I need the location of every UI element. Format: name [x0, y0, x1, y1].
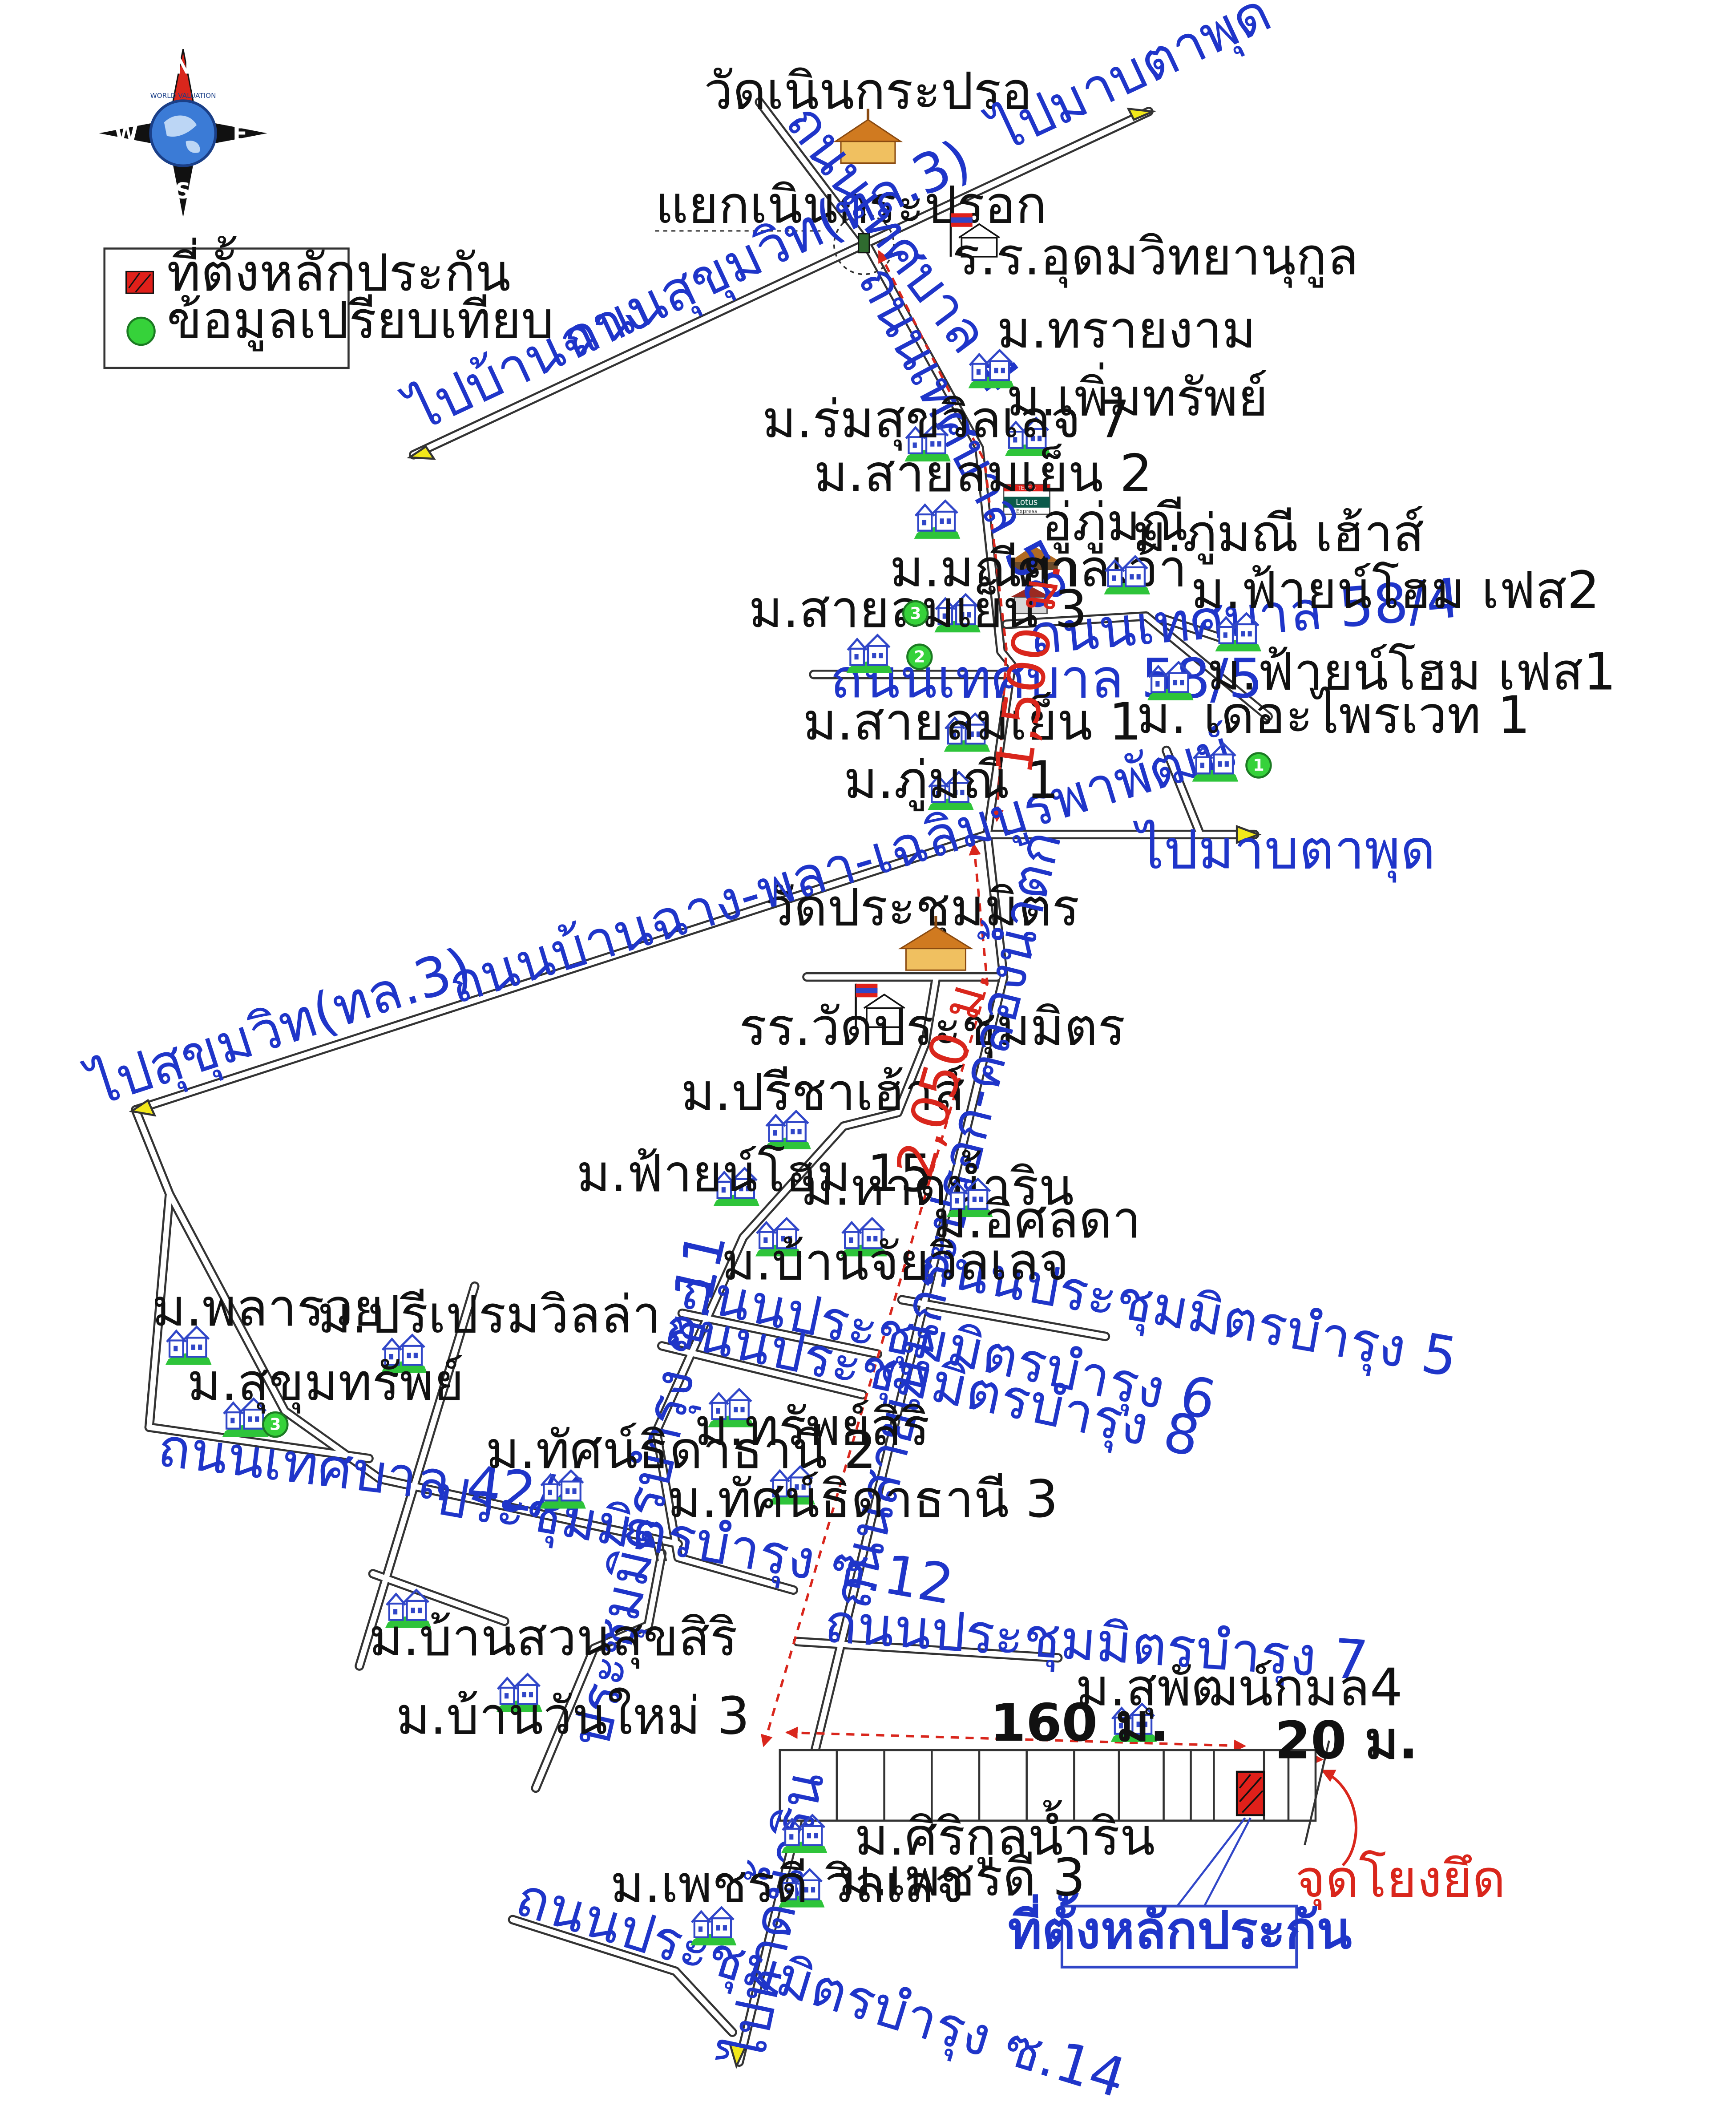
lotus-text: Lotus: [1016, 498, 1038, 507]
village-tat-thani2: ม.ทัศน์ธิดาธานี 2: [485, 1420, 876, 1480]
compass-rose: N S E W WORLD VALUATION: [99, 49, 267, 218]
direction-ta-phut-mid: ไปมาบตาพุด: [1133, 818, 1436, 883]
comparable-1-number: 1: [1253, 756, 1264, 775]
village-fahhome15: ม.ฟ้ายน์โฮม 15: [577, 1144, 933, 1204]
school-flag-icon: [949, 213, 1000, 258]
reference-point-label: จุดโยงยึด: [1295, 1849, 1506, 1910]
traffic-light-icon: [858, 233, 870, 254]
collateral-callout-text: ที่ตั้งหลักประกัน: [1008, 1892, 1352, 1960]
shrine-icon: [1010, 586, 1051, 614]
legend-comparable-label: ข้อมูลเปรียบเทียบ: [167, 291, 554, 352]
legend: ที่ตั้งหลักประกัน ข้อมูลเปรียบเทียบ: [103, 236, 554, 369]
village-sap-siri: ม.ทรัพย์สิริ: [694, 1397, 930, 1457]
temple-icon: [898, 916, 974, 971]
comparable-1-marker[interactable]: [1245, 752, 1272, 779]
arrow-sw-icon: [406, 445, 436, 460]
landmark-u-phumanee: อู่ภู่มณี: [1042, 493, 1188, 554]
comparables: 1 2 3 3: [262, 600, 1272, 1438]
village-phetdee3: ม.เพชรดี 3: [838, 1847, 1086, 1908]
comparable-2-number: 2: [914, 647, 925, 666]
compass-south: S: [175, 178, 191, 204]
school-flag-icon: [855, 983, 905, 1028]
village-suksap: ม.สุขุมทรัพย์: [187, 1353, 464, 1414]
village-rom-suk7: ม.ร่มสุขวิลเลจ 7: [762, 389, 1130, 450]
garage-icon: [1009, 546, 1061, 570]
village-fahhome2: ม.ฟ้ายน์โฮม เฟส2: [1191, 560, 1600, 620]
arrow-ne-icon: [1126, 107, 1157, 121]
village-phetdee-village: ม.เพชรดี วิลเลจ: [610, 1855, 965, 1915]
distance-20: 20 ม.: [1275, 1710, 1418, 1770]
village-phumanee1: ม.ภู่มณี 1: [844, 750, 1059, 811]
village-manee-ya: ม.มณียา: [890, 539, 1081, 599]
village-phla-ruay: ม.พลารวย: [152, 1278, 384, 1338]
comparable-3b-marker[interactable]: [262, 1411, 289, 1438]
village-banchai: ม.บ้านจัยวิลเลจ: [722, 1232, 1069, 1292]
compass-west: W: [114, 121, 138, 147]
comparable-3b-number: 3: [270, 1415, 281, 1434]
villages: ม.ทรายงาม ม.เพิ่มทรัพย์ ม.ร่มสุขวิลเลจ 7…: [152, 300, 1616, 1945]
arrow-e-icon: [1235, 825, 1262, 845]
legend-comparable-swatch: [126, 316, 156, 346]
village-phoem-sap: ม.เพิ่มทรัพย์: [1006, 363, 1268, 428]
landmark-wat-prachum: วัดประชุมมิตร: [765, 878, 1079, 939]
compass-north: N: [174, 53, 192, 79]
village-isalda: ม.อิศลดา: [933, 1190, 1141, 1250]
compass-globe-text: WORLD VALUATION: [150, 92, 216, 100]
direction-arrows: [129, 107, 1262, 2069]
lotus-store-icon: TESCO Lotus Express: [1003, 484, 1051, 515]
comparable-3a-marker[interactable]: [902, 600, 929, 627]
lotus-tesco-text: TESCO: [1017, 485, 1036, 491]
comparable-3a-number: 3: [910, 604, 921, 623]
plot-row: [779, 1740, 1330, 1846]
collateral-callout[interactable]: ที่ตั้งหลักประกัน: [1008, 1817, 1352, 1968]
village-fahhome1: ม.ฟ้ายน์โฮม เฟส1: [1207, 642, 1616, 702]
comparable-2-marker[interactable]: [906, 643, 933, 670]
village-sai-ngam: ม.ทรายงาม: [997, 300, 1256, 360]
village-preecha: ม.ปรีชาเฮ้าส์: [681, 1062, 965, 1122]
village-sailom2: ม.สายลมเย็น 2: [814, 443, 1152, 504]
landmarks: วัดเนินกระปรอ แยกเนินกระปรอก ร.ร.อุดมวิท…: [655, 61, 1359, 1058]
village-sirikul: ม.ศิริกูลน้ำริน: [855, 1800, 1155, 1868]
village-wan-mai3: ม.บ้านวันใหม่ 3: [396, 1686, 750, 1746]
reference-curve: [1321, 1769, 1358, 1867]
temple-icon: [833, 109, 903, 164]
village-preeprem: ม.ปรีเปรมวิลล่า: [317, 1285, 661, 1345]
compass-east: E: [233, 121, 247, 147]
village-phumanee-house: ม.ภู่มณี เฮ้าส์: [1132, 503, 1424, 564]
landmark-school-udom: ร.ร.อุดมวิทยานุกูล: [952, 226, 1359, 287]
village-sailom1: ม.สายลมเย็น 1: [803, 691, 1142, 752]
legend-collateral-swatch: [125, 271, 154, 294]
village-suan-suk: ม.บ้านสวนสุขสิริ: [369, 1608, 738, 1669]
village-suphat4: ม.สุพัฒน์กมล4: [1075, 1658, 1402, 1719]
village-private1: ม. เดอะไพรเวท 1: [1137, 685, 1530, 745]
arrow-s-icon: [728, 2041, 747, 2069]
landmark-school-prachum: รร.วัดประชุมมิตร: [739, 997, 1125, 1058]
lotus-express-text: Express: [1016, 508, 1038, 514]
legend-collateral-label: ที่ตั้งหลักประกัน: [167, 236, 511, 303]
arrow-w-icon: [129, 1099, 157, 1117]
landmark-shrine: ศาลเจ้า: [1017, 539, 1187, 599]
village-tat-thani3: ม.ทัศน์ธิดาธานี 3: [667, 1469, 1058, 1529]
distance-160: 160 ม.: [990, 1693, 1169, 1753]
direction-sukhumvit: ไปสุขุมวิท(ทล.3): [78, 935, 480, 1120]
village-hat-namrin: ม.หาดน้ำริน: [800, 1150, 1074, 1217]
